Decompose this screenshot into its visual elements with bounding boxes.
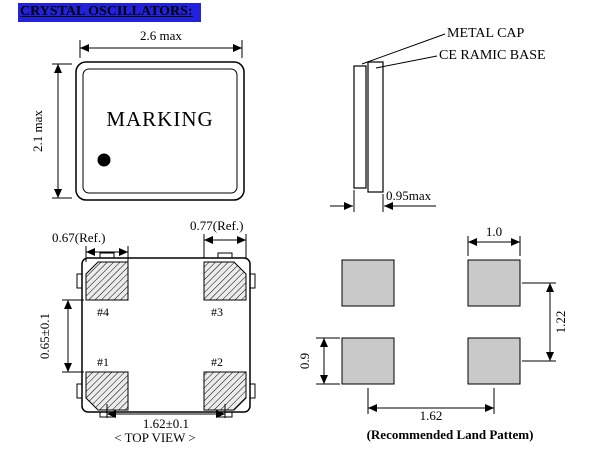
dim-pad4-width-label: 0.67(Ref.) [52,230,106,245]
package-outline [75,61,245,201]
marking-label: MARKING [106,107,214,131]
pad4-shape [85,261,129,301]
dim-1-62-topview-lines [106,404,226,418]
dim-pad3-width-label: 0.77(Ref.) [190,218,244,233]
dim-1-0-lines [467,236,521,256]
dim-0-67-lines [85,246,129,262]
dim-1-22-lines [522,282,556,362]
land-pad [467,259,521,307]
pad3-label: #3 [211,305,223,319]
front-view-drawing [52,40,245,201]
dim-inner-gap-label: 0.65±0.1 [37,312,52,360]
dim-land-pad-height-label: 0.9 [297,352,312,370]
top-view-drawing [62,234,256,418]
pad2-shape [203,371,247,411]
dim-2-6-lines [79,40,243,58]
land-pattern-drawing [316,236,556,414]
package-inner-outline [82,68,238,194]
land-pad [341,259,395,307]
dim-0-95-lines [330,190,436,212]
dim-height-label: 2.1 max [30,110,45,152]
metal-cap-shape [353,65,367,189]
dim-1-62-land-lines [367,388,495,414]
land-pad [341,337,395,385]
top-view-caption: < TOP VIEW > [114,430,196,445]
land-pattern-caption: (Recommended Land Pattem) [366,427,534,442]
ceramic-base-shape [367,61,384,193]
metal-cap-label: METAL CAP [447,26,525,41]
dim-0-9-lines [316,337,340,385]
pad4-label: #4 [97,305,109,319]
pad1-label: #1 [97,355,109,369]
dim-land-pad-width-label: 1.0 [485,224,503,239]
pad3-shape [203,261,247,301]
dim-2-1-lines [52,63,72,199]
ceramic-base-label: CE RAMIC BASE [439,48,546,63]
dim-thickness-label: 0.95max [386,188,432,203]
dim-0-77-lines [203,234,247,258]
ceramic-base-leader [375,55,438,69]
side-view-drawing [330,33,446,212]
pad2-label: #2 [211,355,223,369]
dim-pad-pitch-label: 1.62±0.1 [142,416,190,431]
dim-land-horizontal-pitch-label: 1.62 [419,408,443,423]
metal-cap-leader [361,33,446,65]
pin1-dot [97,153,111,167]
page-title: CRYSTAL OSCILLATORS: [18,3,201,22]
dim-0-65-lines [62,299,84,373]
dim-land-vertical-pitch-label: 1.22 [553,310,568,334]
land-pad [467,337,521,385]
dim-width-label: 2.6 max [140,28,182,43]
